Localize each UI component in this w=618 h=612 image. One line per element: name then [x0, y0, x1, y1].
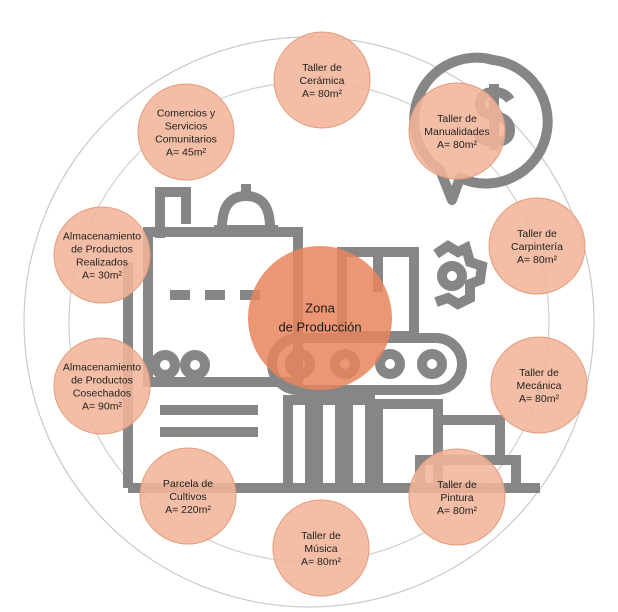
node-label-line: de Productos: [71, 375, 133, 387]
node-circle: [408, 82, 506, 180]
node-circle: [53, 206, 151, 304]
node-label-line: A= 80m²: [301, 556, 341, 568]
node-circle: [488, 197, 586, 295]
node-label-line: A= 30m²: [82, 270, 122, 282]
node-circle: [490, 336, 588, 434]
node-label-line: Taller de: [517, 228, 557, 240]
node-label-line: Taller de: [301, 530, 341, 542]
node-circle: [137, 83, 235, 181]
node-circle: [139, 447, 237, 545]
node-label-line: Taller de: [519, 367, 559, 379]
node-label-line: Almacenamiento: [63, 362, 141, 374]
node-label-line: Carpintería: [511, 241, 563, 253]
center-label-line: de Producción: [278, 320, 361, 335]
center-label-line: Zona: [305, 301, 335, 316]
node-label-line: Manualidades: [424, 126, 489, 138]
node-label-line: Pintura: [440, 492, 473, 504]
node-label-line: Comunitarios: [155, 134, 217, 146]
node-label-line: Realizados: [76, 257, 128, 269]
node-label-line: Parcela de: [163, 478, 213, 490]
node-circle: [272, 499, 370, 597]
node-circle: [408, 448, 506, 546]
node-label-line: A= 80m²: [517, 254, 557, 266]
node-label-line: A= 80m²: [437, 139, 477, 151]
node-label-line: A= 45m²: [166, 147, 206, 159]
node-label-line: A= 220m²: [165, 504, 211, 516]
node-label-line: Servicios: [165, 121, 208, 133]
node-label-line: A= 80m²: [302, 88, 342, 100]
center-node-production-zone: Zona de Producción: [248, 246, 392, 390]
node-label-line: Taller de: [437, 113, 477, 125]
node-label-line: Cerámica: [300, 75, 345, 87]
node-label-line: A= 80m²: [437, 505, 477, 517]
node-label-line: Mecánica: [517, 380, 562, 392]
node-circle: [53, 337, 151, 435]
node-label-line: de Productos: [71, 244, 133, 256]
node-circle: [273, 31, 371, 129]
node-label-line: Cosechados: [73, 388, 131, 400]
node-label-line: Comercios y: [157, 108, 216, 120]
node-label-line: Taller de: [302, 62, 342, 74]
node-label-line: Cultivos: [169, 491, 206, 503]
node-label-line: Música: [304, 543, 337, 555]
node-label-line: Almacenamiento: [63, 231, 141, 243]
node-label-line: A= 80m²: [519, 393, 559, 405]
node-label-line: Taller de: [437, 479, 477, 491]
node-label-line: A= 90m²: [82, 401, 122, 413]
